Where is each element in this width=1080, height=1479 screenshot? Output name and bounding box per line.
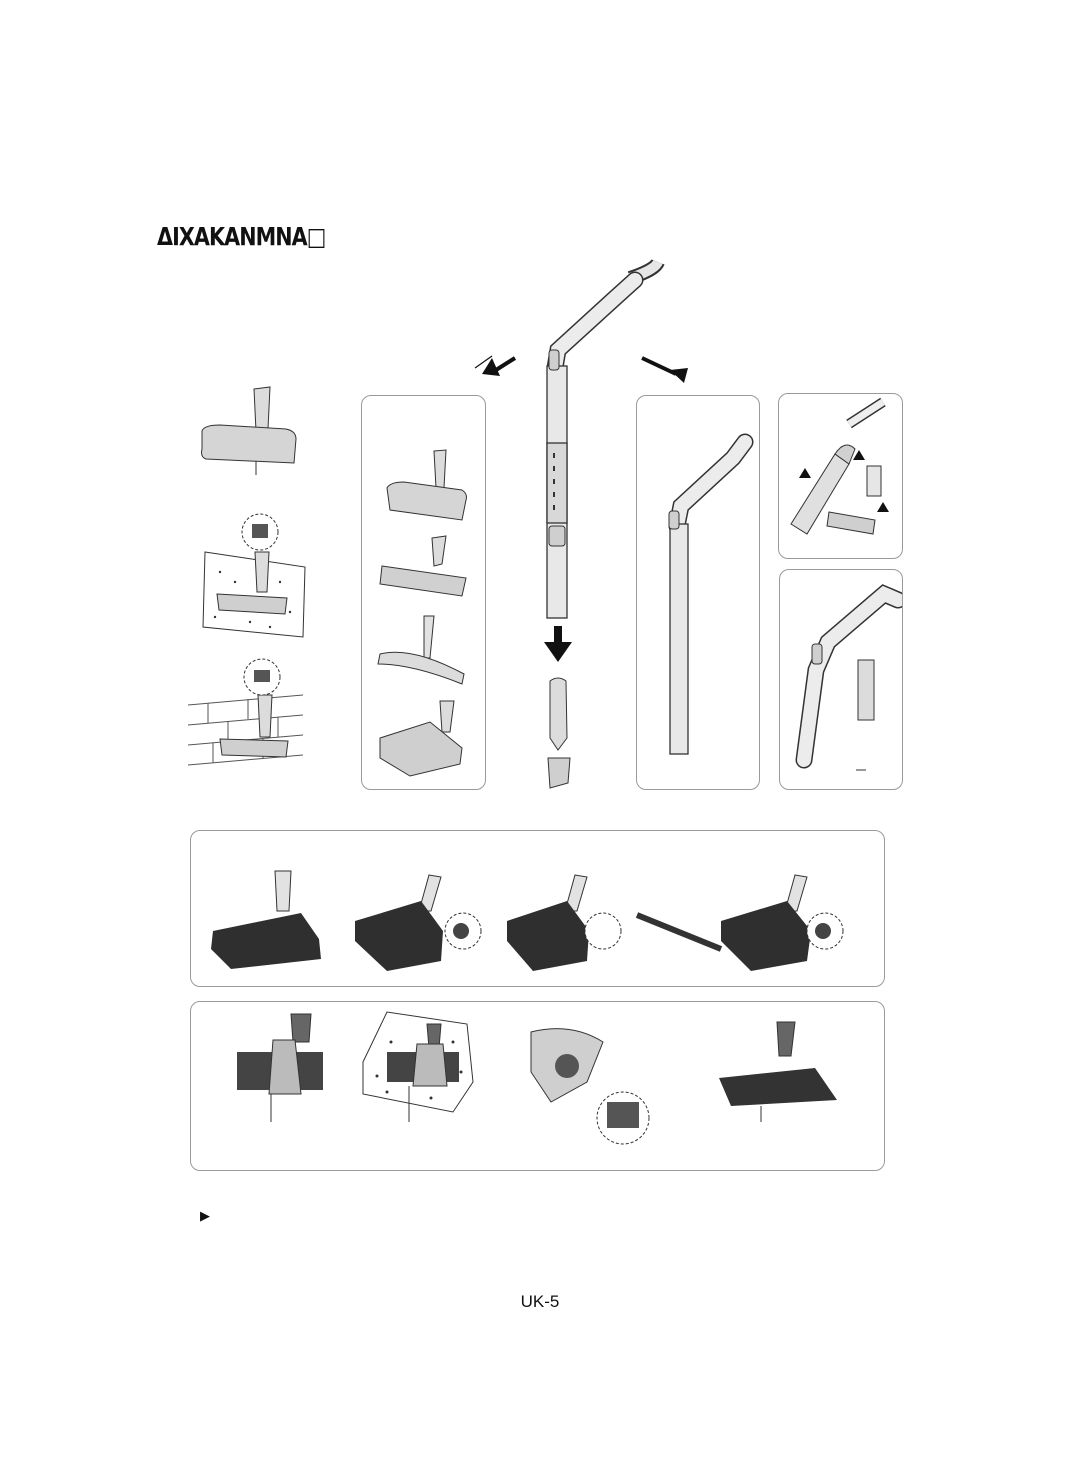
turbo-step-2 (362, 1011, 474, 1122)
section-heading: ΔΙΧΑΚΑΝΜΝΑ□ (157, 222, 326, 251)
brush-step-3 (507, 874, 723, 971)
turbo-nozzle-panel (190, 1001, 885, 1171)
turbo-step-4 (719, 1021, 837, 1122)
nozzle-3 (377, 615, 465, 685)
turbo-step-3 (530, 1028, 650, 1145)
floor-nozzle-illustration (201, 386, 297, 475)
brush-step-2 (355, 874, 482, 971)
turbo-step-1 (237, 1013, 323, 1122)
arrow-down-icon (544, 626, 572, 662)
crevice-tool-panel (779, 569, 903, 790)
arrow-down-left-icon (474, 355, 517, 376)
arrow-up-icon (799, 450, 889, 512)
carpet-mode-illustration (202, 513, 306, 638)
hard-floor-mode-illustration (188, 658, 303, 766)
nozzle-options-panel (361, 395, 486, 790)
nozzle-2 (379, 535, 467, 597)
brush-step-1 (211, 870, 321, 969)
brush-step-4 (721, 874, 844, 971)
brush-maintenance-panel (190, 830, 885, 987)
assembled-tube-panel (636, 395, 760, 790)
upholstery-assembly-panel (778, 393, 903, 559)
hose-and-tube-illustration (474, 258, 688, 789)
nozzle-1 (386, 449, 467, 521)
note-triangle-icon: ▶ (200, 1208, 210, 1223)
page-number: UK-5 (520, 1292, 560, 1311)
arrow-down-right-icon (641, 356, 688, 383)
nozzle-4 (379, 700, 463, 777)
